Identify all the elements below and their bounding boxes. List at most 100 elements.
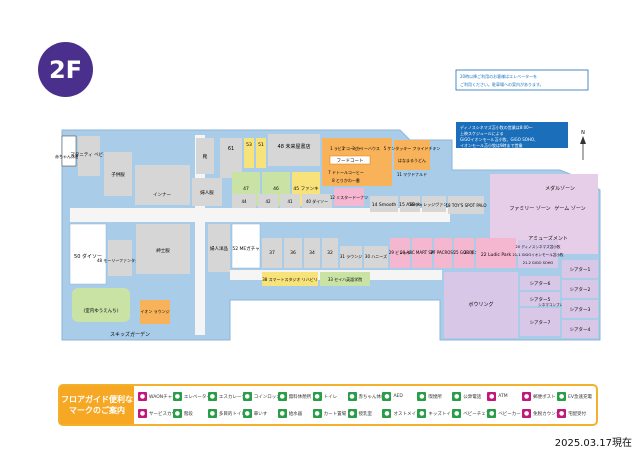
- nursing-icon: ●: [347, 409, 357, 418]
- store-kids: [104, 152, 132, 196]
- legend-item-label: 宅配受付: [568, 411, 587, 417]
- store-3-label: 3 カリーハウス: [352, 145, 380, 151]
- theater-1: [562, 260, 598, 278]
- theater-4: [562, 320, 598, 338]
- ladies2-label: 婦人洋品: [210, 245, 228, 252]
- store-37-label: 37: [269, 250, 275, 256]
- store-53: [244, 138, 254, 168]
- family-zone-label: ファミリー ゾーン: [509, 206, 550, 212]
- store-38: [262, 272, 318, 286]
- store-44-label: 44: [241, 199, 247, 204]
- store-12-label: 12 ミスタードーナツ: [330, 194, 368, 200]
- shoes-label: 靴: [203, 153, 208, 160]
- inner-label: インナー: [153, 192, 171, 198]
- delivery-icon: ●: [557, 409, 567, 418]
- store-50-label: 50 ダイソー: [74, 253, 102, 260]
- store-28-label: 28 ABC MART SPORTS: [400, 250, 444, 255]
- legend-item-label: 無料休憩所: [288, 394, 312, 400]
- mcd-label: 11 マクドナルド: [397, 171, 427, 177]
- store-8-label: 8 とりかわ一番: [332, 177, 360, 183]
- kids-garden: [72, 288, 130, 322]
- store-46-label: 46: [273, 186, 279, 192]
- store-15-label: 15 ASBee: [399, 202, 421, 208]
- atm-icon: ●: [487, 392, 497, 401]
- notice-line1: ディノスシネマズ苫小牧の営業は8:00〜: [460, 124, 533, 130]
- store-29: [390, 238, 410, 268]
- notice-line4: イオンモール苫小牧は9時まで営業: [460, 142, 523, 148]
- legend-item: ●授乳室: [347, 405, 383, 422]
- hanamaru-label: はなまるうどん: [398, 157, 426, 163]
- legend-item: ●喫煙所: [417, 388, 452, 405]
- legend-item: ●コインロッカー: [242, 388, 278, 405]
- store-53-label: 53: [246, 142, 252, 148]
- legend-item: ●AED: [382, 388, 417, 405]
- store-50-daiso: [69, 223, 107, 285]
- store-33: [320, 272, 370, 286]
- baby-room-label: 赤ちゃん休憩室: [55, 153, 83, 159]
- legend-item: ●免税カウンター: [522, 405, 557, 422]
- store-36-label: 36: [290, 250, 296, 256]
- legend-item-label: 郵便ポスト: [533, 394, 556, 400]
- store-36: [284, 238, 302, 268]
- store-27-label: 27 PACROSS: [431, 250, 456, 255]
- legend-item: ●キッズトイレ: [417, 405, 452, 422]
- store-30-label: 30 ハニーズ: [365, 253, 387, 259]
- store-shoes: [196, 138, 214, 174]
- legend-item-label: トイレ: [323, 394, 338, 400]
- legend-item-label: ATM: [498, 394, 508, 399]
- store-52-label: 52 MEガチャ: [232, 245, 259, 252]
- north-arrow-icon: N: [580, 130, 586, 160]
- escalator-icon: ●: [207, 392, 217, 401]
- theater5-label: シアター5: [530, 296, 551, 303]
- coin-locker-icon: ●: [242, 392, 252, 401]
- kids-label: 子供服: [111, 171, 125, 178]
- store-37: [262, 238, 282, 268]
- store-27: [434, 238, 452, 268]
- legend-item-label: 免税カウンター: [533, 411, 557, 417]
- legend-item: ●ベビーカー: [487, 405, 522, 422]
- legend-item-label: ベビーカー: [498, 411, 521, 417]
- store-18-label: 18 TOY'S SPOT PALO: [445, 203, 486, 208]
- theater7-label: シアター7: [530, 319, 551, 326]
- theater-5: [520, 292, 560, 306]
- kfc-label: 5 ケンタッキー フライドチキン: [384, 145, 441, 151]
- amusement-label: アミューズメント: [528, 235, 568, 242]
- store-mens: [136, 224, 190, 274]
- mens-label: 紳士服: [156, 247, 170, 254]
- info-line2: ご利用ください。駐車場への案内があります。: [460, 81, 544, 87]
- store-30: [364, 246, 388, 268]
- store-inner: [135, 165, 190, 205]
- legend-item: ●エスカレーター: [207, 388, 243, 405]
- store-kfc: [394, 140, 430, 170]
- zone-bowling: [444, 272, 518, 338]
- theater3-label: シアター3: [570, 306, 591, 313]
- store-40-label: 40 ダイソー: [306, 198, 328, 204]
- theater1-label: シアター1: [570, 266, 591, 273]
- theater-6: [520, 276, 560, 290]
- kids-toilet-icon: ●: [417, 409, 427, 418]
- ladies-label: 婦人服: [200, 189, 214, 196]
- wheelchair-icon: ●: [242, 409, 252, 418]
- store-7-label: 7 ドトールコーヒー: [328, 170, 364, 175]
- theater2-label: シアター2: [570, 286, 591, 293]
- legend-item-label: WAONチャージャー: [149, 394, 173, 400]
- legend-item-label: コインロッカー: [253, 394, 278, 400]
- notice-box: [456, 122, 568, 148]
- store-48-bookstore: [268, 134, 320, 166]
- theater-3: [562, 300, 598, 318]
- legend-item: ●トイレ: [312, 388, 348, 405]
- store-14: [370, 196, 398, 212]
- legend-item: ●ベビーチェア: [452, 405, 487, 422]
- legend-item-label: 車いす: [253, 411, 268, 417]
- store-25: [454, 238, 474, 268]
- store-15: [400, 196, 420, 212]
- store-iine: [140, 300, 170, 324]
- legend-item-label: エスカレーター: [218, 394, 243, 400]
- free-rest-icon: ●: [277, 392, 287, 401]
- store-32-label: 32: [327, 250, 333, 256]
- store-48-fantasy: [108, 240, 132, 276]
- legend-item: ●車いす: [242, 405, 278, 422]
- waon-icon: ●: [138, 392, 147, 401]
- legend-item-label: ベビーチェア: [463, 411, 487, 417]
- store-47-label: 47: [243, 186, 249, 192]
